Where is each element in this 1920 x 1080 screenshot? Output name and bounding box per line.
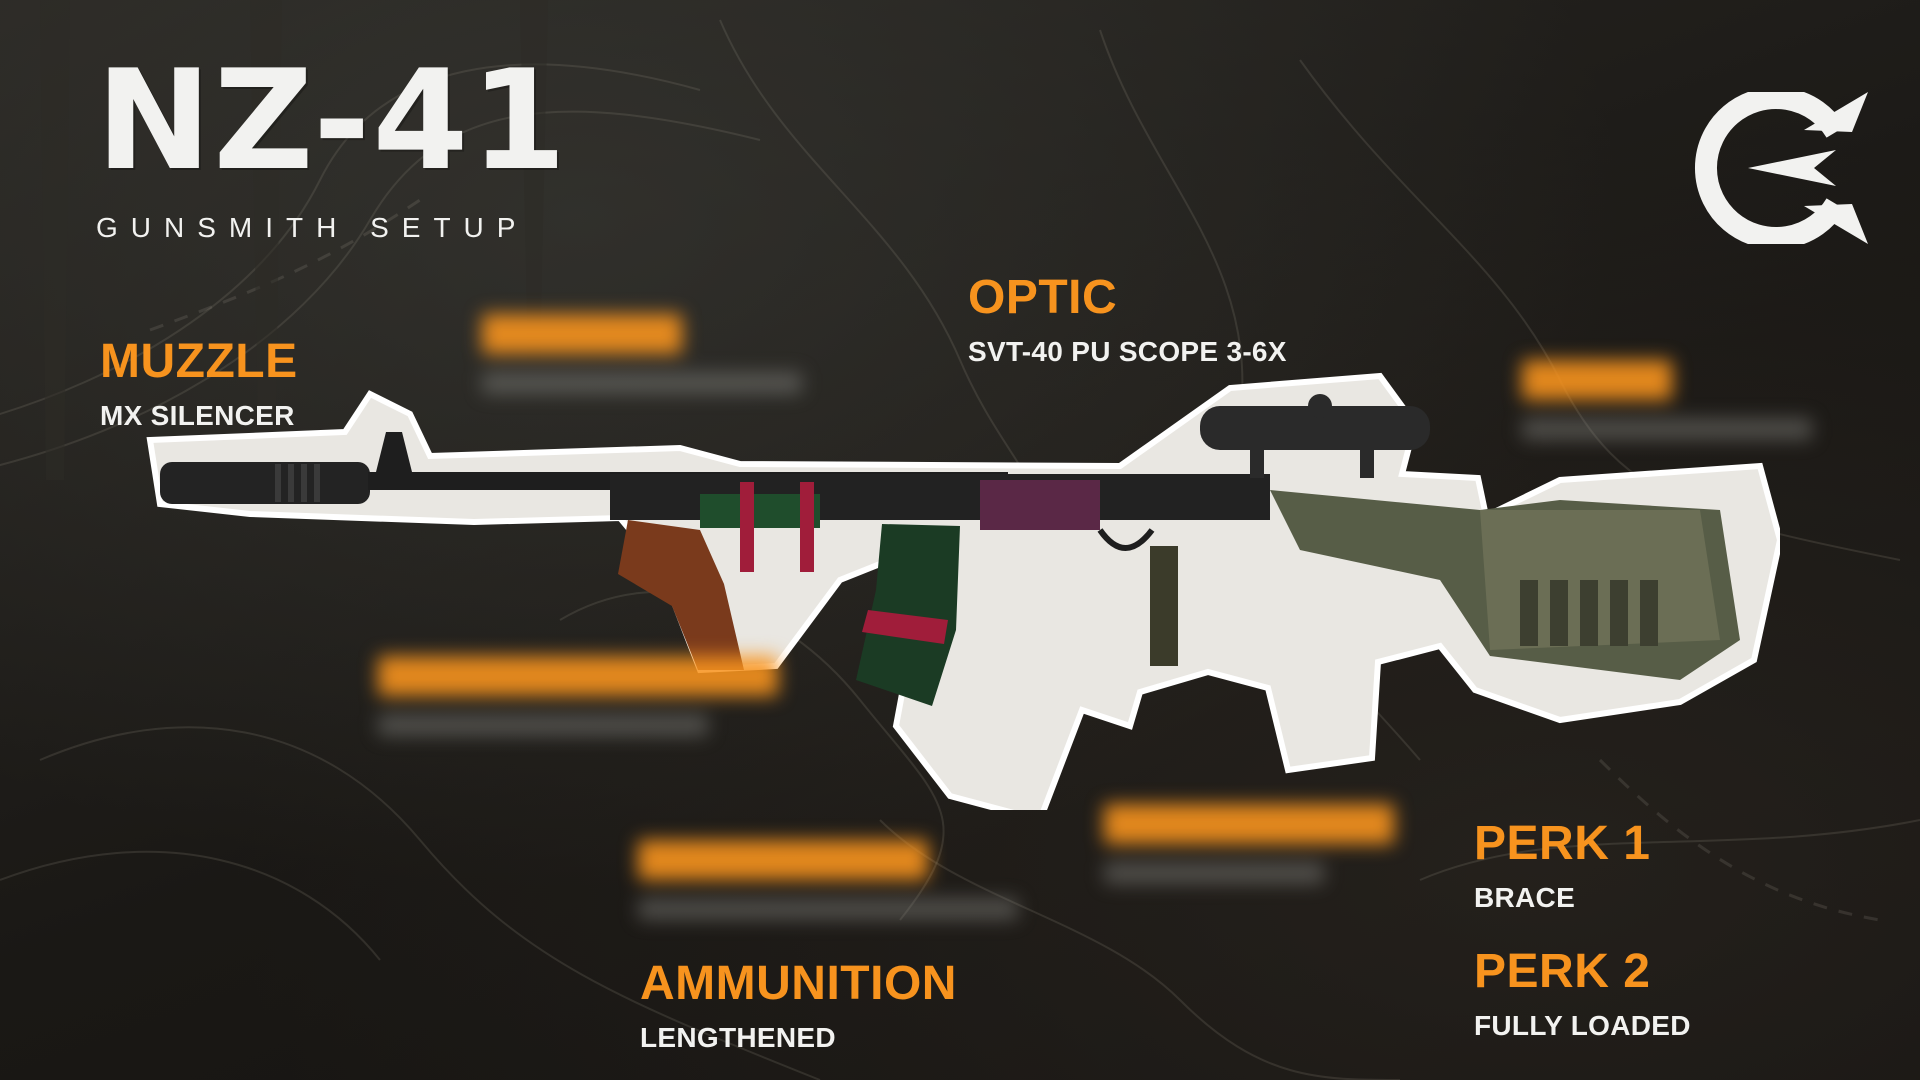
blurred-attachment-placeholder — [638, 840, 1018, 920]
perk-2-label: PERK 2 — [1474, 945, 1651, 998]
page-title: NZ-41 — [96, 40, 569, 201]
attachment-perk-1: PERK 1 BRACE — [1474, 820, 1650, 914]
attachment-optic: OPTIC SVT-40 PU SCOPE 3-6X — [968, 274, 1287, 368]
muzzle-label: MUZZLE — [100, 335, 298, 388]
page-subtitle: GUNSMITH SETUP — [96, 212, 529, 243]
blurred-attachment-placeholder — [482, 314, 812, 394]
blurred-attachment-placeholder — [1522, 360, 1822, 440]
ammunition-value: LENGTHENED — [640, 1022, 836, 1053]
attachment-ammunition: AMMUNITION LENGTHENED — [640, 960, 957, 1054]
blurred-attachment-placeholder — [1104, 804, 1404, 884]
attachment-muzzle: MUZZLE MX SILENCER — [100, 338, 298, 432]
perk-1-value: BRACE — [1474, 882, 1576, 913]
ammunition-label: AMMUNITION — [640, 957, 957, 1010]
perk-2-value: FULLY LOADED — [1474, 1010, 1691, 1041]
perk-1-label: PERK 1 — [1474, 817, 1651, 870]
attachment-perk-2: PERK 2 FULLY LOADED — [1474, 948, 1691, 1042]
circle-arrow-logo-icon — [1695, 92, 1868, 244]
blurred-attachment-placeholder — [378, 656, 778, 736]
muzzle-value: MX SILENCER — [100, 400, 295, 431]
rifle-image-icon — [146, 372, 1780, 810]
optic-label: OPTIC — [968, 271, 1118, 324]
optic-value: SVT-40 PU SCOPE 3-6X — [968, 336, 1287, 367]
